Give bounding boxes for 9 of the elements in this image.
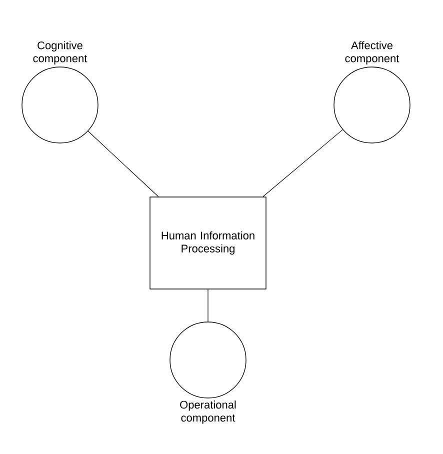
circle-node: Affective component [334,41,410,144]
connector-line [88,130,159,197]
node-label: Cognitive component [33,41,88,64]
circle-node: Cognitive component [22,41,98,144]
connector-line [262,129,343,197]
circle-node: Operational component [170,322,246,424]
process-box: Human Information Processing [150,196,266,290]
node-label: Operational component [180,400,236,424]
node-label: Affective component [345,41,400,64]
